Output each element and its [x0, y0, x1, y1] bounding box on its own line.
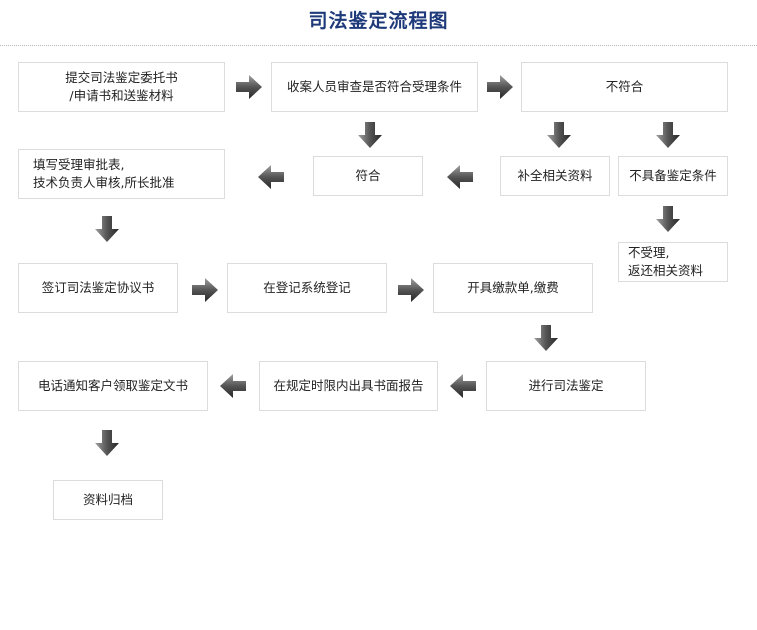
- arrow-down-icon: [656, 206, 680, 232]
- step-not-qualified: 不具备鉴定条件: [618, 156, 728, 196]
- arrow-left-icon: [220, 374, 246, 398]
- arrow-right-icon: [398, 278, 424, 302]
- arrow-right-icon: [192, 278, 218, 302]
- arrow-left-icon: [258, 165, 284, 189]
- step-meet: 符合: [313, 156, 423, 196]
- arrow-down-icon: [95, 216, 119, 242]
- step-supplement: 补全相关资料: [500, 156, 610, 196]
- arrow-left-icon: [450, 374, 476, 398]
- arrow-right-icon: [487, 75, 513, 99]
- step-approval: 填写受理审批表, 技术负责人审核,所长批准: [18, 149, 225, 199]
- arrow-down-icon: [95, 430, 119, 456]
- step-submit: 提交司法鉴定委托书 /申请书和送鉴材料: [18, 62, 225, 112]
- step-review: 收案人员审查是否符合受理条件: [271, 62, 478, 112]
- step-agreement: 签订司法鉴定协议书: [18, 263, 178, 313]
- step-report: 在规定时限内出具书面报告: [259, 361, 438, 411]
- step-appraise: 进行司法鉴定: [486, 361, 646, 411]
- step-register: 在登记系统登记: [227, 263, 387, 313]
- step-payment: 开具缴款单,缴费: [433, 263, 593, 313]
- arrow-right-icon: [236, 75, 262, 99]
- arrow-left-icon: [447, 165, 473, 189]
- arrow-down-icon: [358, 122, 382, 148]
- step-not-meet: 不符合: [521, 62, 728, 112]
- title-divider: [0, 45, 757, 46]
- arrow-down-icon: [534, 325, 558, 351]
- step-reject: 不受理, 返还相关资料: [618, 242, 728, 282]
- step-archive: 资料归档: [53, 480, 163, 520]
- page-title: 司法鉴定流程图: [308, 10, 449, 32]
- arrow-down-icon: [547, 122, 571, 148]
- arrow-down-icon: [656, 122, 680, 148]
- step-notify: 电话通知客户领取鉴定文书: [18, 361, 208, 411]
